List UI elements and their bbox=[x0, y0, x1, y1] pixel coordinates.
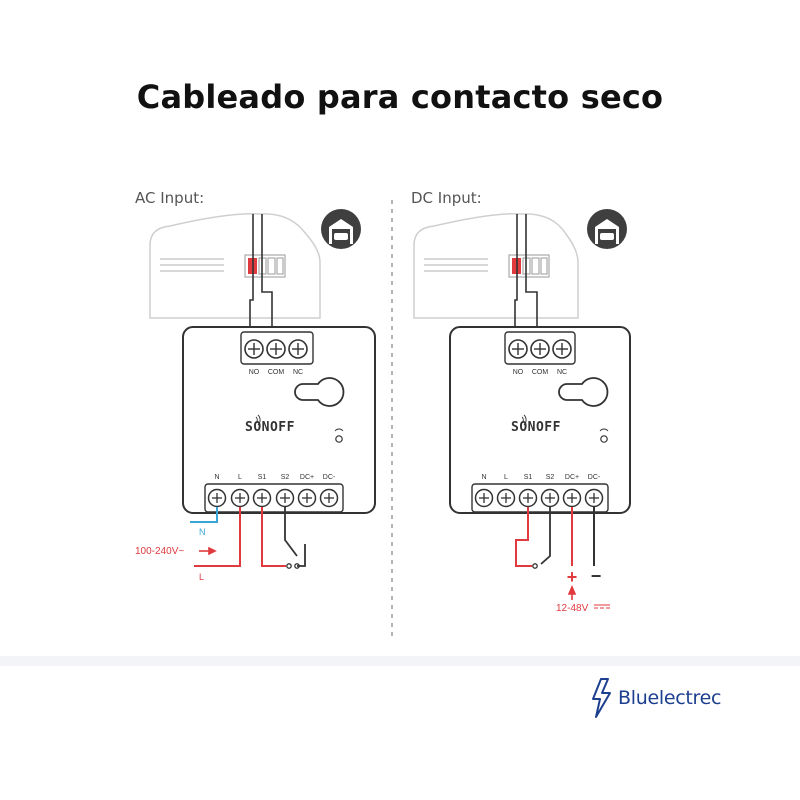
garage-icon bbox=[587, 209, 627, 249]
ac-wire-no bbox=[249, 214, 254, 334]
dc-brand-logo: SONOFF bbox=[511, 420, 561, 435]
dc-heading: DC Input: bbox=[411, 189, 482, 207]
dc-wire-s1 bbox=[515, 507, 532, 567]
ac-relay-terminals bbox=[244, 339, 308, 359]
ac-brand-logo: SONOFF bbox=[245, 420, 295, 435]
dc-garage-opener bbox=[413, 213, 579, 319]
wifi-icon bbox=[521, 414, 527, 426]
dc-label-no: NO bbox=[513, 369, 524, 376]
ac-wire-com bbox=[261, 214, 273, 334]
dc-bottom-label-s2: S2 bbox=[546, 474, 555, 481]
ac-garage-opener bbox=[149, 213, 321, 319]
dc-wire-com bbox=[525, 214, 538, 334]
dc-opener-lines bbox=[424, 258, 488, 272]
ac-bottom-label-l: L bbox=[238, 474, 242, 481]
ac-opener-lines bbox=[160, 258, 224, 272]
dc-sonoff-module bbox=[449, 326, 631, 514]
ac-label-nc: NC bbox=[293, 369, 303, 376]
ac-voltage-label: 100-240V~ bbox=[135, 546, 184, 557]
garage-icon bbox=[321, 209, 361, 249]
dc-label-nc: NC bbox=[557, 369, 567, 376]
dc-relay-terminals bbox=[508, 339, 572, 359]
dc-panel: DC Input: bbox=[411, 189, 631, 614]
ac-label-com: COM bbox=[268, 369, 285, 376]
wiring-diagram: AC Input: bbox=[135, 189, 631, 640]
dc-minus-label: − bbox=[591, 566, 602, 586]
ac-voltage-arrow bbox=[199, 546, 217, 556]
page-title: Cableado para contacto seco bbox=[136, 78, 664, 116]
ac-sonoff-module bbox=[182, 326, 376, 514]
ac-wire-n-label: N bbox=[199, 527, 206, 537]
wifi-icon bbox=[255, 414, 261, 426]
dc-symbol-icon bbox=[594, 604, 610, 609]
ac-bottom-label-dcm: DC- bbox=[323, 474, 336, 481]
ac-panel: AC Input: bbox=[135, 189, 376, 582]
ac-wire-l-label: L bbox=[199, 572, 204, 582]
dc-voltage-arrow bbox=[567, 584, 577, 600]
dc-bottom-label-dcm: DC- bbox=[588, 474, 601, 481]
dc-bottom-label-l: L bbox=[504, 474, 508, 481]
lightning-icon bbox=[592, 678, 611, 718]
dc-label-com: COM bbox=[532, 369, 549, 376]
ac-wire-neutral bbox=[190, 507, 218, 523]
brand-logo: Bluelectrec bbox=[588, 676, 721, 720]
dc-bottom-label-n: N bbox=[481, 474, 486, 481]
ac-label-no: NO bbox=[249, 369, 260, 376]
ac-heading: AC Input: bbox=[135, 189, 204, 207]
dc-plus-label: + bbox=[567, 567, 578, 587]
ac-bottom-label-s1: S1 bbox=[258, 474, 267, 481]
dc-voltage-label: 12-48V bbox=[556, 603, 589, 614]
dc-bottom-label-dcp: DC+ bbox=[565, 474, 579, 481]
ac-pairing-button bbox=[294, 377, 345, 407]
led-indicator bbox=[599, 428, 609, 443]
led-indicator bbox=[334, 428, 344, 443]
ac-wire-s1 bbox=[261, 507, 286, 567]
dc-bottom-label-s1: S1 bbox=[524, 474, 533, 481]
ac-bottom-label-n: N bbox=[214, 474, 219, 481]
dc-switch-s2 bbox=[540, 507, 551, 565]
footer-band bbox=[0, 656, 800, 666]
ac-switch-s2 bbox=[284, 507, 306, 567]
dc-wire-no bbox=[514, 214, 518, 334]
ac-wire-live bbox=[194, 507, 241, 567]
dc-pairing-button bbox=[558, 377, 609, 407]
brand-name: Bluelectrec bbox=[618, 687, 722, 709]
ac-bottom-label-s2: S2 bbox=[281, 474, 290, 481]
ac-bottom-label-dcp: DC+ bbox=[300, 474, 314, 481]
